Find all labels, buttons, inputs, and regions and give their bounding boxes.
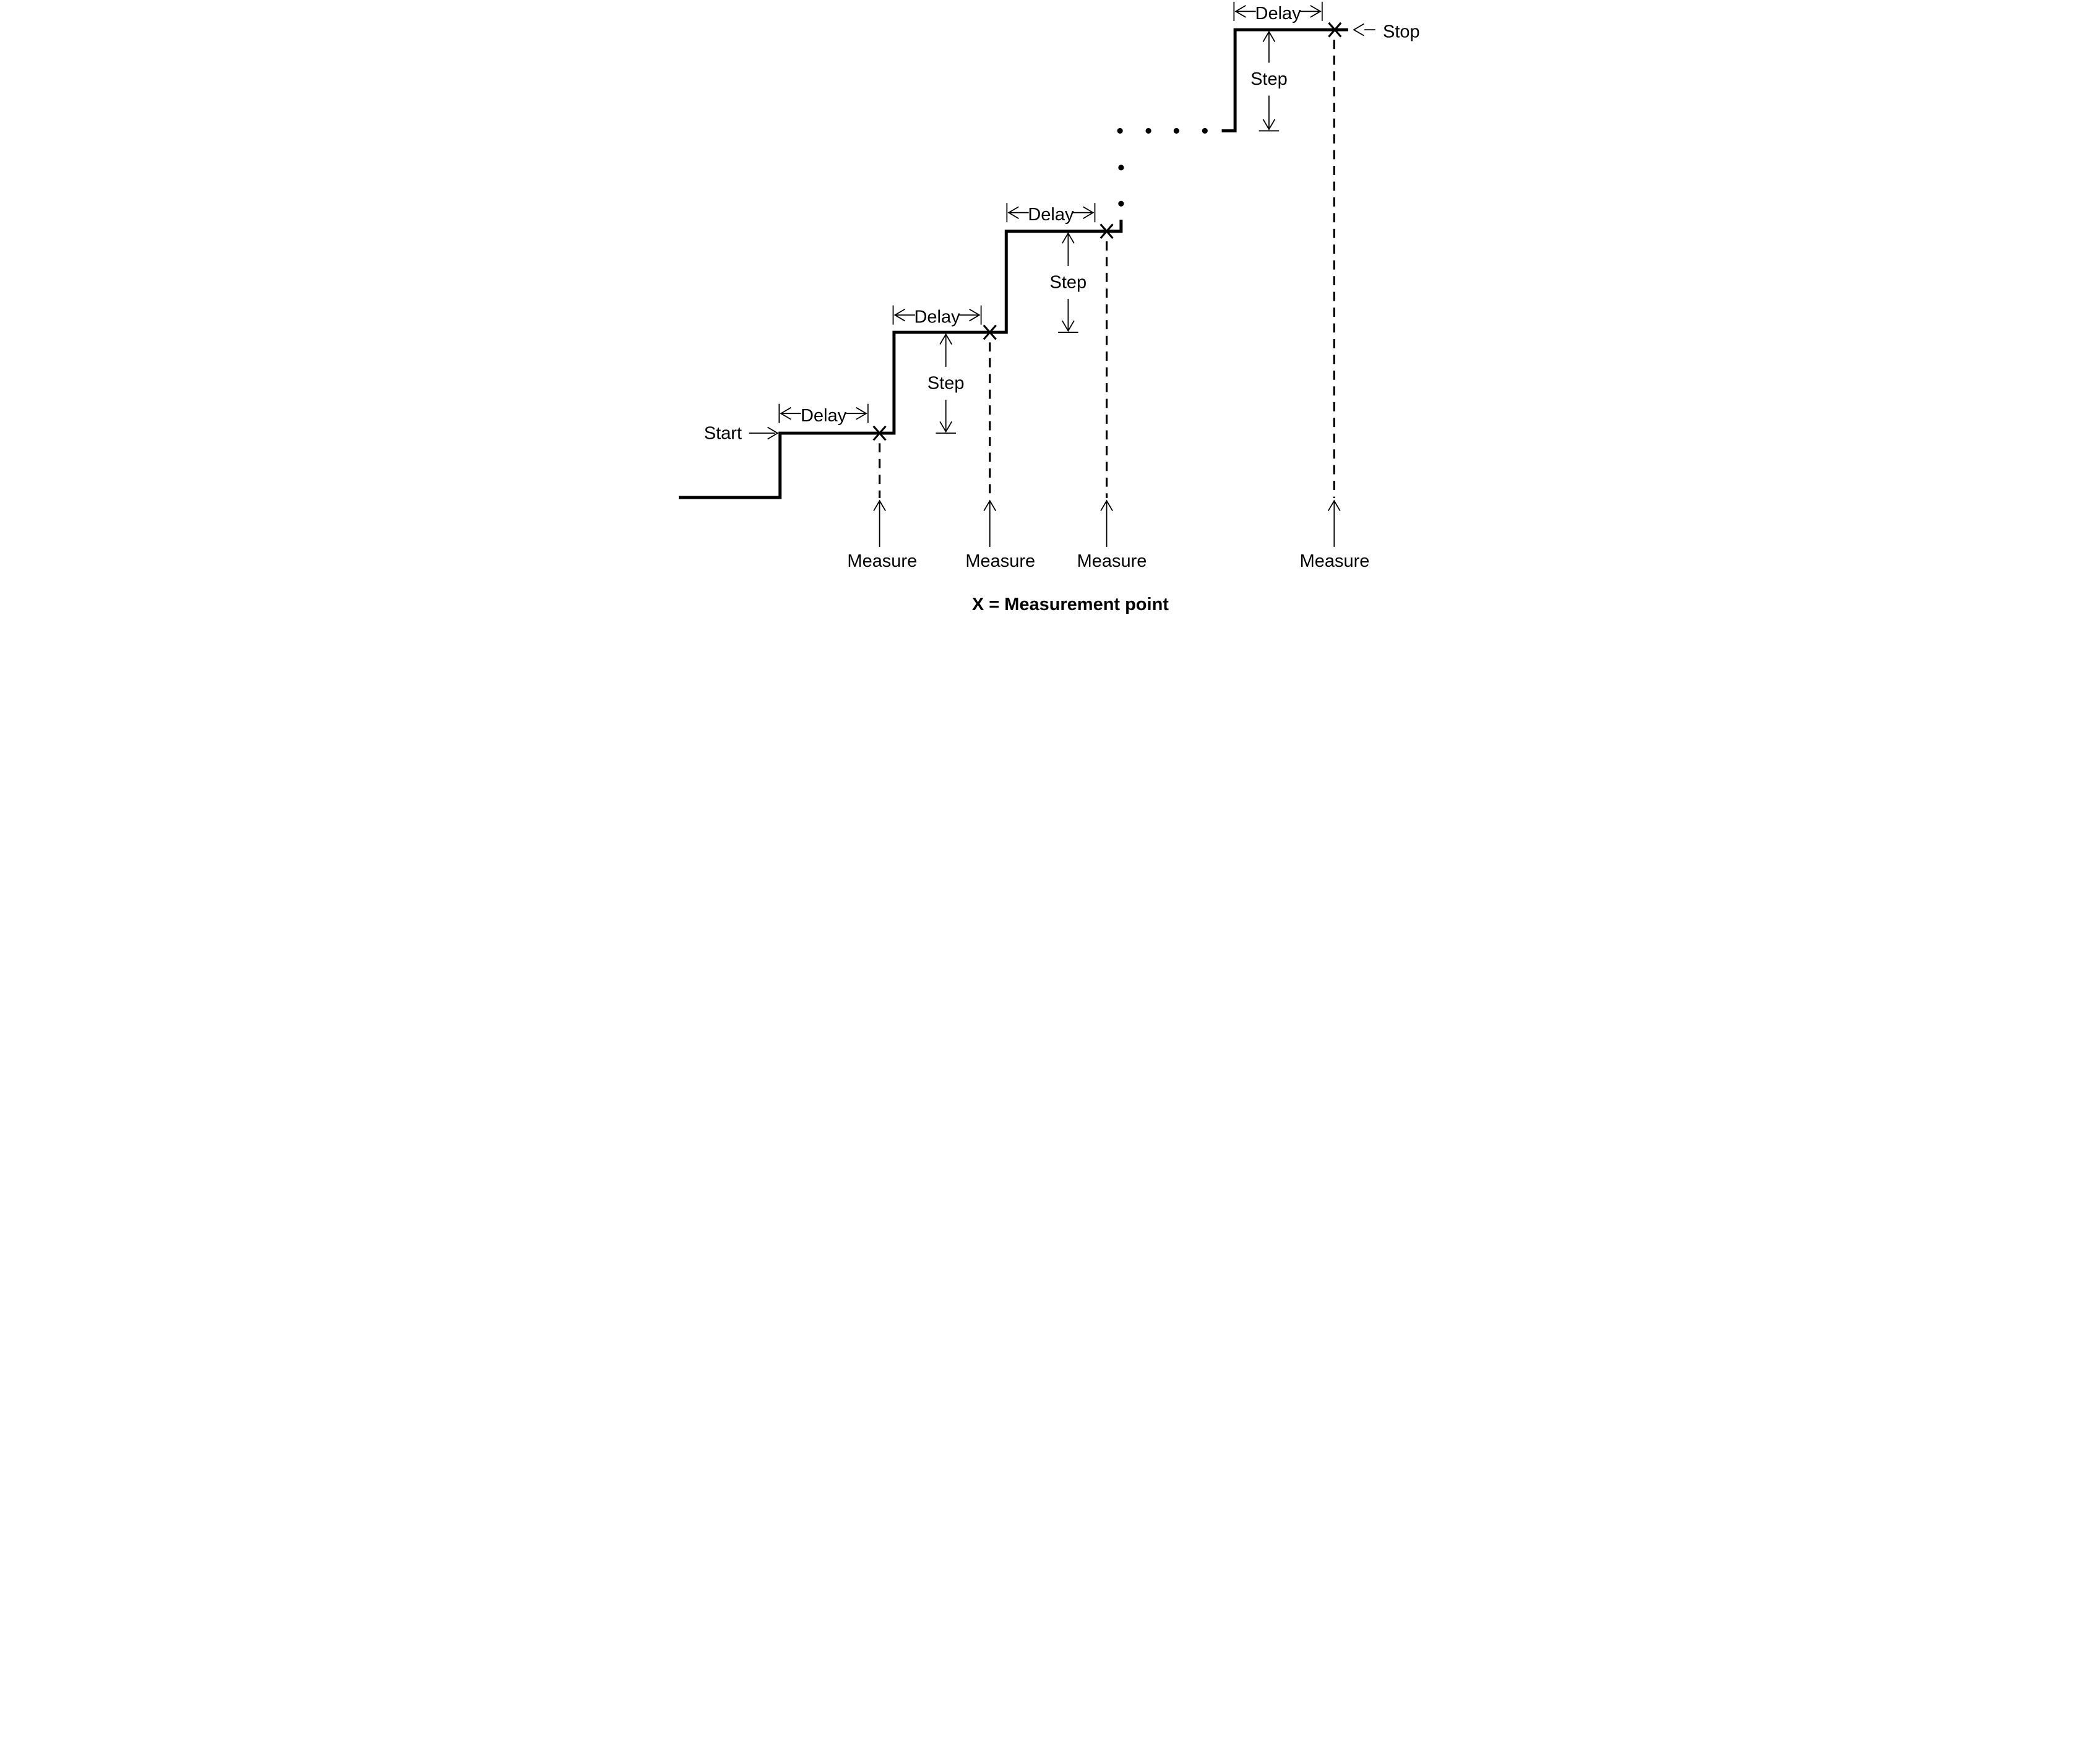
waveform-line — [679, 219, 1123, 499]
delay-label: Delay — [1028, 205, 1074, 225]
stop-arrowhead — [1353, 23, 1364, 37]
delay-label: Delay — [1255, 4, 1302, 24]
measurement-point — [872, 425, 887, 499]
step-dimension: Step — [1250, 30, 1288, 132]
step-dimension: Step — [927, 333, 965, 434]
ellipsis-dot — [1145, 127, 1151, 134]
measurement-point — [983, 324, 997, 499]
measure-annotation: Measure — [847, 499, 917, 571]
delay-left-arrowhead — [893, 308, 906, 322]
measurement-point — [1099, 223, 1114, 499]
step-label: Step — [1250, 69, 1288, 89]
ellipsis-dot — [1202, 127, 1208, 134]
measure-arrowhead-up — [983, 499, 997, 512]
delay-right-arrowhead — [969, 308, 981, 322]
measure-annotation: Measure — [1077, 499, 1147, 571]
delay-dimension: Delay — [892, 305, 982, 327]
start-arrowhead — [767, 426, 779, 440]
delay-right-arrowhead — [1310, 5, 1322, 18]
ellipsis-dot — [1118, 200, 1124, 207]
step-arrowhead-bottom — [1262, 119, 1276, 131]
waveform-top-line — [1221, 28, 1348, 132]
measure-label: Measure — [847, 551, 917, 571]
ellipsis-dot — [1118, 165, 1124, 171]
start-label: Start — [704, 423, 742, 443]
measurement-x-mark — [983, 324, 997, 340]
ellipsis-dot — [1173, 127, 1179, 134]
delay-dimension: Delay — [1233, 1, 1323, 24]
measure-arrowhead-up — [1100, 499, 1113, 512]
measurement-x-mark — [1099, 223, 1114, 239]
delay-left-arrowhead — [1234, 5, 1246, 18]
delay-label: Delay — [914, 308, 961, 327]
measurement-point — [1328, 22, 1342, 499]
step-label: Step — [1050, 272, 1087, 292]
delay-left-arrowhead — [780, 407, 791, 420]
delay-label: Delay — [801, 406, 847, 426]
diagram-caption: X = Measurement point — [972, 595, 1169, 614]
stop-pointer: Stop — [1353, 22, 1420, 42]
stop-label: Stop — [1383, 22, 1420, 42]
measure-label: Measure — [1077, 551, 1147, 571]
measure-arrowhead-up — [873, 499, 886, 512]
step-dimension: Step — [1050, 232, 1087, 333]
measure-annotation: Measure — [1300, 499, 1370, 571]
measure-label: Measure — [965, 551, 1035, 571]
measure-annotation: Measure — [965, 499, 1035, 571]
measurement-x-mark — [872, 425, 887, 441]
delay-right-arrowhead — [856, 407, 867, 420]
ellipsis-dots — [1117, 127, 1208, 207]
measurement-x-mark — [1328, 22, 1342, 38]
start-pointer: Start — [704, 423, 779, 443]
delay-dimension: Delay — [778, 403, 869, 426]
delay-right-arrowhead — [1082, 206, 1095, 219]
measure-label: Measure — [1300, 551, 1370, 571]
step-arrowhead-bottom — [1062, 320, 1075, 332]
measure-arrowhead-up — [1327, 499, 1341, 512]
step-arrowhead-bottom — [939, 421, 953, 433]
delay-left-arrowhead — [1007, 206, 1019, 219]
ellipsis-dot — [1117, 127, 1123, 134]
waveform — [679, 28, 1348, 499]
step-label: Step — [927, 373, 965, 393]
delay-dimension: Delay — [1006, 203, 1096, 225]
